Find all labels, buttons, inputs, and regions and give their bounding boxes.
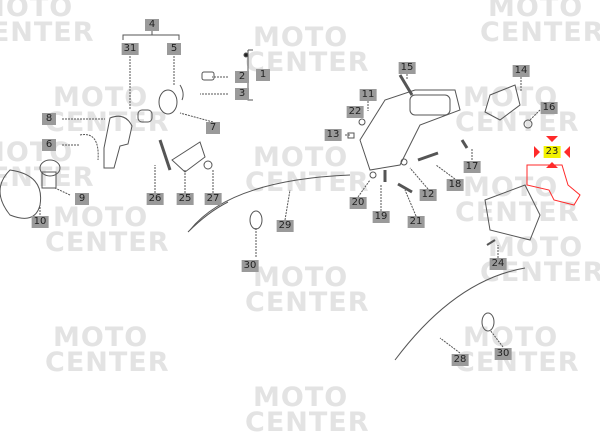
cable-28	[394, 267, 526, 361]
watermark-line1: MOTO	[488, 232, 584, 263]
part-label-10[interactable]: 10	[31, 216, 49, 228]
part-label-19[interactable]: 19	[372, 211, 390, 223]
clip-30b	[481, 312, 495, 332]
part-25-shape	[171, 141, 206, 173]
part-label-14[interactable]: 14	[512, 65, 530, 77]
part-label-3[interactable]: 3	[235, 88, 249, 100]
part-31-shape	[137, 109, 153, 123]
part-label-6[interactable]: 6	[42, 139, 56, 151]
part-label-22[interactable]: 22	[346, 106, 364, 118]
part-label-30[interactable]: 30	[241, 260, 259, 272]
watermark-line1: MOTO	[488, 0, 584, 23]
clip-30a	[249, 210, 263, 230]
part-label-17[interactable]: 17	[463, 161, 481, 173]
part-label-16[interactable]: 16	[540, 102, 558, 114]
part-label-30[interactable]: 30	[494, 348, 512, 360]
watermark-line1: MOTO	[0, 137, 74, 168]
part-label-18[interactable]: 18	[446, 179, 464, 191]
part-label-27[interactable]: 27	[204, 193, 222, 205]
part-26-shape	[158, 139, 172, 171]
part-label-5[interactable]: 5	[167, 43, 181, 55]
cable-29	[189, 174, 351, 231]
part-2-shape	[201, 71, 215, 81]
part-22-shape	[358, 118, 366, 126]
part-24-shape	[486, 239, 496, 246]
part-label-15[interactable]: 15	[398, 62, 416, 74]
watermark-line2: CENTER	[455, 347, 580, 378]
part-18-shape	[417, 151, 439, 162]
watermark-line2: CENTER	[45, 227, 170, 258]
part-label-13[interactable]: 13	[324, 129, 342, 141]
watermark-line1: MOTO	[53, 82, 149, 113]
watermark-line2: CENTER	[455, 197, 580, 228]
part-label-2[interactable]: 2	[235, 71, 249, 83]
part-label-25[interactable]: 25	[176, 193, 194, 205]
part-9-shape	[39, 159, 61, 177]
part-6-shape	[79, 134, 99, 161]
watermark-line1: MOTO	[53, 322, 149, 353]
part-7-shape	[158, 89, 178, 115]
watermark-line2: CENTER	[245, 407, 370, 438]
part-label-20[interactable]: 20	[349, 197, 367, 209]
watermark-line1: MOTO	[463, 322, 559, 353]
part-9-body	[41, 171, 57, 189]
part-11-arm	[409, 94, 451, 116]
group-bracket	[122, 31, 180, 40]
watermark-line2: CENTER	[245, 167, 370, 198]
part-5-shape	[179, 84, 184, 101]
part-17-shape	[460, 139, 469, 149]
part-27-shape	[203, 160, 213, 170]
part-label-4[interactable]: 4	[145, 19, 159, 31]
watermark-line1: MOTO	[463, 172, 559, 203]
watermark-line1: MOTO	[0, 0, 74, 23]
watermark-line2: CENTER	[480, 17, 600, 48]
part-21-shape	[397, 182, 413, 194]
part-label-26[interactable]: 26	[146, 193, 164, 205]
watermark-line2: CENTER	[0, 17, 95, 48]
part-label-28[interactable]: 28	[451, 354, 469, 366]
part-label-21[interactable]: 21	[407, 216, 425, 228]
watermark-line1: MOTO	[253, 142, 349, 173]
part-15-shape	[398, 74, 414, 96]
part-label-9[interactable]: 9	[75, 193, 89, 205]
watermark-line2: CENTER	[0, 162, 95, 193]
part-8-shape	[103, 115, 133, 169]
watermark-line2: CENTER	[45, 347, 170, 378]
part-label-11[interactable]: 11	[359, 89, 377, 101]
part-label-24[interactable]: 24	[489, 258, 507, 270]
part-label-12[interactable]: 12	[419, 189, 437, 201]
part-label-8[interactable]: 8	[42, 113, 56, 125]
exploded-diagram	[0, 31, 581, 361]
part-latch-shape	[484, 184, 541, 241]
part-label-1[interactable]: 1	[256, 69, 270, 81]
part-11-shape	[359, 89, 461, 171]
watermark-line2: CENTER	[455, 107, 580, 138]
part-12-shape	[400, 158, 408, 166]
part-14-shape	[484, 84, 521, 121]
part-20-shape	[369, 171, 377, 179]
part-label-29[interactable]: 29	[276, 220, 294, 232]
part-23-shape	[526, 164, 581, 206]
watermark-line2: CENTER	[245, 287, 370, 318]
part-label-7[interactable]: 7	[206, 122, 220, 134]
part-16-shape	[523, 119, 533, 129]
watermark-line1: MOTO	[253, 262, 349, 293]
watermark-line1: MOTO	[53, 202, 149, 233]
part-10-shape	[0, 169, 42, 219]
part-label-23[interactable]: 23	[543, 146, 561, 158]
watermark-line1: MOTO	[253, 22, 349, 53]
group-bracket-1	[247, 49, 253, 101]
part-label-31[interactable]: 31	[121, 43, 139, 55]
